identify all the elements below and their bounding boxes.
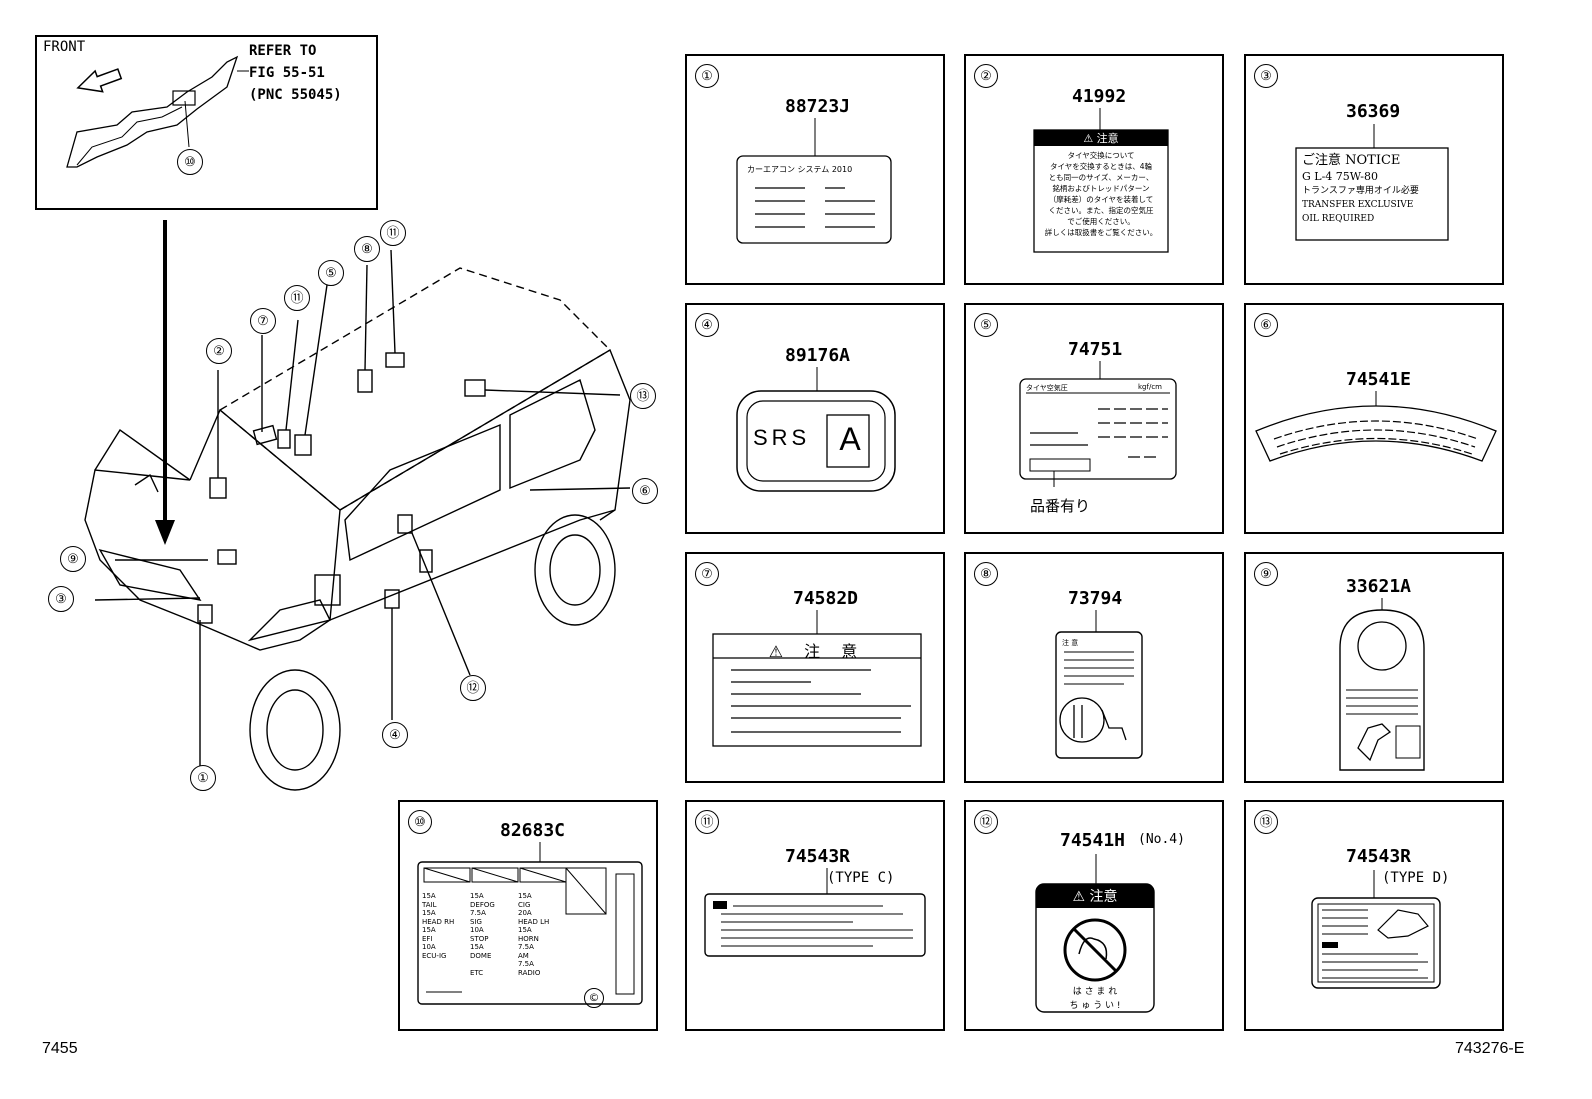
footer-right: 743276-E	[1455, 1040, 1525, 1057]
part-number: 74751	[1068, 339, 1123, 360]
panel-11: ⑪ 74543R (TYPE C)	[685, 800, 945, 1031]
front-label: FRONT	[43, 39, 86, 55]
panel-5: ⑤ 74751 タイヤ空気圧 kgf/cm 品番有り	[964, 303, 1224, 534]
inset-detail-box: FRONT REFER TO FIG 55-51 (PNC 55045) ⑩	[35, 35, 378, 210]
panel-number: ④	[695, 313, 719, 337]
part-number: 36369	[1346, 101, 1401, 122]
part-number: 89176A	[785, 345, 851, 366]
warning-header: ⚠ 注意	[1083, 132, 1119, 145]
pressure-header: タイヤ空気圧	[1026, 384, 1068, 392]
seat-caution-header: 注 意	[1062, 639, 1079, 647]
copyright-mark: ©	[584, 988, 604, 1008]
panel-6: ⑥ 74541E	[1244, 303, 1504, 534]
part-number: 33621A	[1346, 576, 1412, 597]
panel-number: ⑩	[408, 810, 432, 834]
pinch-footer-2: ち ゅ う い !	[1069, 1001, 1121, 1011]
pinch-caution-label-symbol	[1035, 854, 1155, 1013]
vehicle-callout-4: ④	[382, 722, 408, 748]
refer-line-2: FIG 55-51	[249, 65, 325, 81]
label-88723j-symbol	[736, 118, 892, 244]
vehicle-callout-2: ②	[206, 338, 232, 364]
oil-label-lines: ご注意 NOTICE G L-4 75W-80 トランスファ専用オイル必要 TR…	[1302, 153, 1419, 224]
pinch-footer-1: は さ ま れ	[1072, 987, 1118, 997]
panel-number: ⑪	[695, 810, 719, 834]
label-text: カーエアコン システム 2010	[747, 165, 853, 174]
warning-lines: タイヤ交換について タイヤを交換するときは、4輪 とも同一のサイズ、メーカー、 …	[1044, 151, 1158, 237]
label-variant: (TYPE D)	[1382, 870, 1450, 886]
vehicle-callout-11b: ⑪	[380, 220, 406, 246]
panel-13: ⑬ 74543R (TYPE D)	[1244, 800, 1504, 1031]
part-number: 74543R	[1346, 846, 1412, 867]
vehicle-callout-3: ③	[48, 586, 74, 612]
footer-left: 7455	[42, 1040, 78, 1057]
part-number: 41992	[1072, 86, 1127, 107]
panel-number: ③	[1254, 64, 1278, 88]
panel-3: ③ 36369 ご注意 NOTICE G L-4 75W-80 トランスファ専用…	[1244, 54, 1504, 285]
part-number: 73794	[1068, 588, 1123, 609]
part-number: 74582D	[793, 588, 859, 609]
panel-1: ① 88723J カーエアコン システム 2010	[685, 54, 945, 285]
panel-2: ② 41992 ⚠ 注意 タイヤ交換について タイヤを交換するときは、4輪 とも…	[964, 54, 1224, 285]
pressure-unit: kgf/cm	[1138, 383, 1162, 391]
refer-line-1: REFER TO	[249, 43, 317, 59]
dash-panel-drawing	[66, 55, 249, 168]
vehicle-callout-7: ⑦	[250, 308, 276, 334]
type-d-label-symbol	[1311, 870, 1441, 989]
panel-12: ⑫ 74541H (No.4) ⚠ 注意 は さ ま れ ち ゅ う い !	[964, 800, 1224, 1031]
panel-number: ⑦	[695, 562, 719, 586]
part-number: 88723J	[785, 96, 851, 117]
srs-text: SRS	[753, 425, 811, 450]
type-c-label-symbol	[704, 868, 926, 957]
part-number: 74541H	[1060, 830, 1126, 851]
srs-letter: A	[839, 421, 861, 457]
panel-number: ⑫	[974, 810, 998, 834]
vehicle-callout-11a: ⑪	[284, 285, 310, 311]
panel-7: ⑦ 74582D ⚠ 注 意	[685, 552, 945, 783]
vehicle-callout-8: ⑧	[354, 236, 380, 262]
tire-label-symbol	[1033, 108, 1169, 253]
caution-header: ⚠ 注 意	[768, 642, 866, 661]
pinch-header: ⚠ 注意	[1072, 889, 1118, 905]
vehicle-callout-5: ⑤	[318, 260, 344, 286]
seat-caution-label-symbol	[1055, 610, 1143, 759]
panel-number: ⑬	[1254, 810, 1278, 834]
inset-callout-10: ⑩	[177, 149, 203, 175]
tire-pressure-label-symbol	[1019, 361, 1177, 487]
hang-tag-label-symbol	[1339, 598, 1425, 771]
panel-number: ⑥	[1254, 313, 1278, 337]
panel-number: ⑨	[1254, 562, 1278, 586]
transfer-oil-label-symbol	[1295, 124, 1449, 241]
label-variant: (No.4)	[1138, 832, 1185, 847]
part-number: 82683C	[500, 820, 566, 841]
panel-9: ⑨ 33621A	[1244, 552, 1504, 783]
vehicle-callout-9: ⑨	[60, 546, 86, 572]
label-variant: (TYPE C)	[827, 870, 895, 886]
vehicle-callout-12: ⑫	[460, 675, 486, 701]
vehicle-callout-6: ⑥	[632, 478, 658, 504]
curved-stripe-label-symbol	[1255, 391, 1497, 462]
vehicle-drawing	[84, 249, 631, 791]
panel-number: ⑤	[974, 313, 998, 337]
vehicle-callout-13: ⑬	[630, 383, 656, 409]
panel-4: ④ 89176A SRS A	[685, 303, 945, 534]
panel-number: ②	[974, 64, 998, 88]
panel-8: ⑧ 73794 注 意	[964, 552, 1224, 783]
srs-label-symbol	[736, 367, 896, 492]
down-arrow	[155, 220, 175, 545]
panel-number: ①	[695, 64, 719, 88]
vehicle-callout-1: ①	[190, 765, 216, 791]
part-number-note: 品番有り	[1030, 497, 1091, 515]
refer-line-3: (PNC 55045)	[249, 87, 342, 103]
part-number: 74543R	[785, 846, 851, 867]
caution-label-symbol	[712, 610, 922, 747]
panel-number: ⑧	[974, 562, 998, 586]
part-number: 74541E	[1346, 369, 1412, 390]
fuse-label-symbol	[417, 842, 643, 1005]
